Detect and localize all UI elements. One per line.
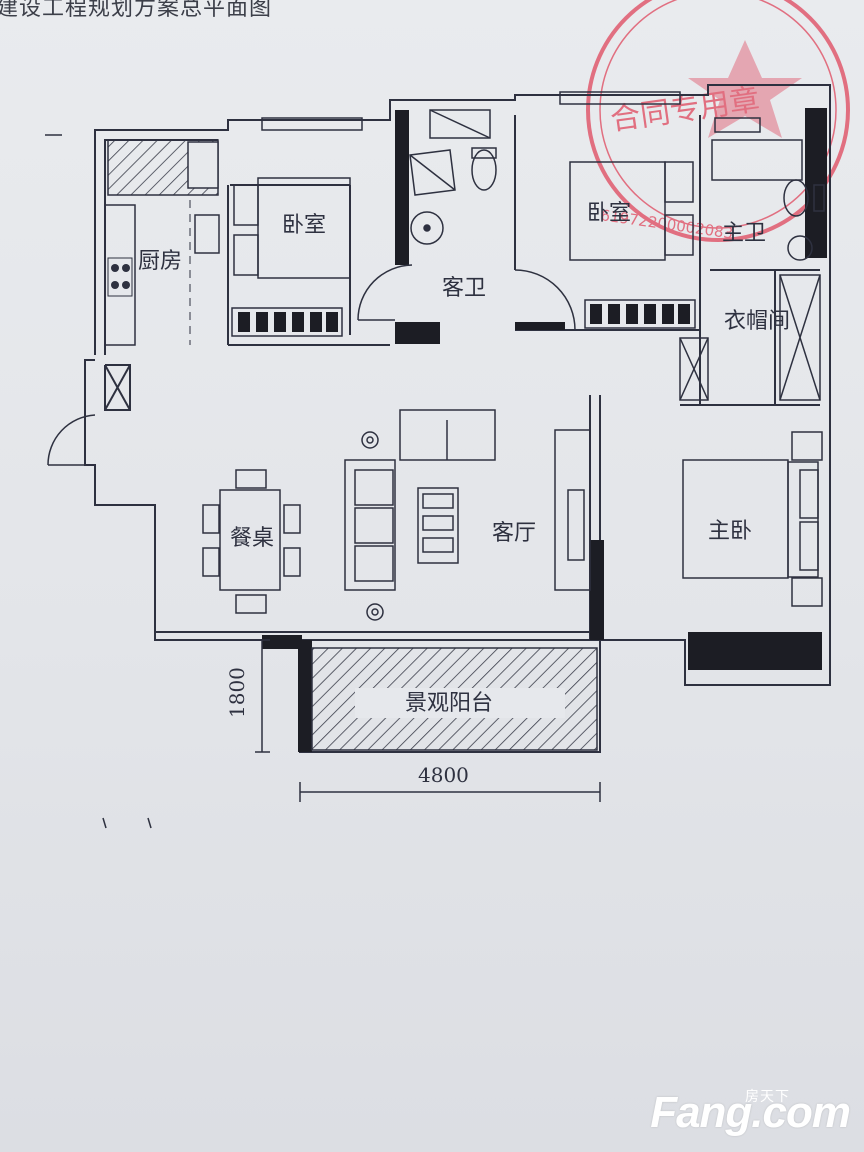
watermark: Fang.com [650, 1088, 851, 1138]
balcony-label-bg [355, 688, 565, 718]
dining-table [202, 469, 301, 614]
master-bedroom-furniture [682, 431, 823, 607]
document-title: 建设工程规划方案总平面图 [0, 0, 273, 21]
room-label-kitchen: 厨房 [138, 249, 182, 274]
room-label-wardrobe: 衣帽间 [724, 309, 790, 334]
watermark-en: Fang.com [650, 1088, 851, 1137]
living-storage [679, 337, 709, 401]
room-label-master-bath: 主卫 [722, 221, 766, 246]
kitchen-fixtures [104, 139, 220, 346]
dimension-lines [45, 134, 601, 829]
room-label-living: 客厅 [492, 521, 536, 546]
living-furniture [344, 409, 591, 621]
room-label-bedroom-1: 卧室 [282, 213, 326, 238]
room-label-bedroom-2: 卧室 [587, 201, 631, 226]
room-label-balcony: 景观阳台 [405, 691, 493, 716]
master-bath-fixtures [711, 117, 825, 401]
structural-columns [262, 108, 827, 752]
watermark-cn: 房天下 [745, 1089, 790, 1105]
dim-balcony-depth: 1800 [225, 667, 249, 718]
dim-balcony-width: 4800 [418, 763, 469, 787]
room-label-guest-bath: 客卫 [442, 276, 486, 301]
guest-bath-fixtures [357, 109, 576, 331]
entry-door [47, 414, 96, 466]
room-label-dining: 餐桌 [230, 526, 274, 551]
room-label-master-bedroom: 主卧 [708, 519, 752, 544]
stamp-title-text: 合同专用章 [608, 82, 761, 138]
bedroom-2-furniture [559, 91, 696, 329]
bedroom-1-furniture [231, 117, 363, 337]
